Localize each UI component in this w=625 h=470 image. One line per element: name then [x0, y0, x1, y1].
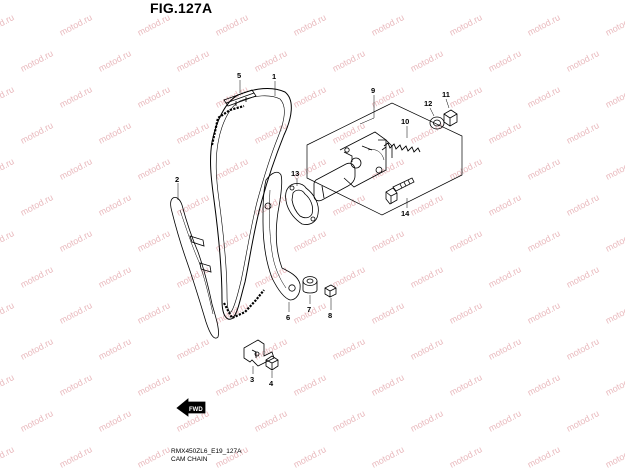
callout-14: 14 — [401, 209, 410, 218]
callout-9: 9 — [371, 86, 375, 95]
tensioner-slipper[interactable] — [262, 171, 301, 301]
figure-title: FIG.127A — [150, 0, 213, 16]
callout-8: 8 — [328, 311, 332, 320]
callout-4: 4 — [269, 379, 274, 388]
bracket-bolt[interactable] — [265, 355, 279, 371]
slipper-collar[interactable] — [302, 276, 318, 294]
cam-chain[interactable] — [210, 87, 292, 320]
tensioner-assembly[interactable] — [313, 131, 393, 202]
tensioner-spring[interactable] — [381, 142, 421, 153]
top-guide[interactable] — [223, 89, 257, 107]
slipper-bolt[interactable] — [324, 284, 337, 298]
callout-10: 10 — [401, 117, 409, 126]
callout-13: 13 — [291, 169, 299, 178]
fwd-badge-label: FWD — [189, 407, 203, 413]
tensioner-cap-bolt[interactable] — [443, 109, 458, 127]
tensioner-gasket[interactable] — [285, 183, 319, 225]
callout-12: 12 — [424, 99, 432, 108]
gasket-washer[interactable] — [429, 116, 445, 130]
callout-2: 2 — [175, 175, 179, 184]
callout-5: 5 — [237, 71, 241, 80]
tensioner-mount-bolt[interactable] — [385, 177, 415, 205]
callout-1: 1 — [272, 72, 276, 81]
fwd-direction-badge — [176, 398, 206, 417]
callout-11: 11 — [442, 90, 450, 99]
callout-7: 7 — [307, 305, 311, 314]
chain-guide-front[interactable] — [170, 197, 219, 339]
callout-3: 3 — [250, 375, 254, 384]
assembly-9-frame — [306, 102, 463, 216]
footer-model-code: RMX450ZL6_E19_127A — [171, 448, 242, 455]
footer-description: CAM CHAIN — [171, 456, 208, 463]
callout-6: 6 — [286, 313, 290, 322]
guide-bracket[interactable] — [243, 339, 275, 367]
